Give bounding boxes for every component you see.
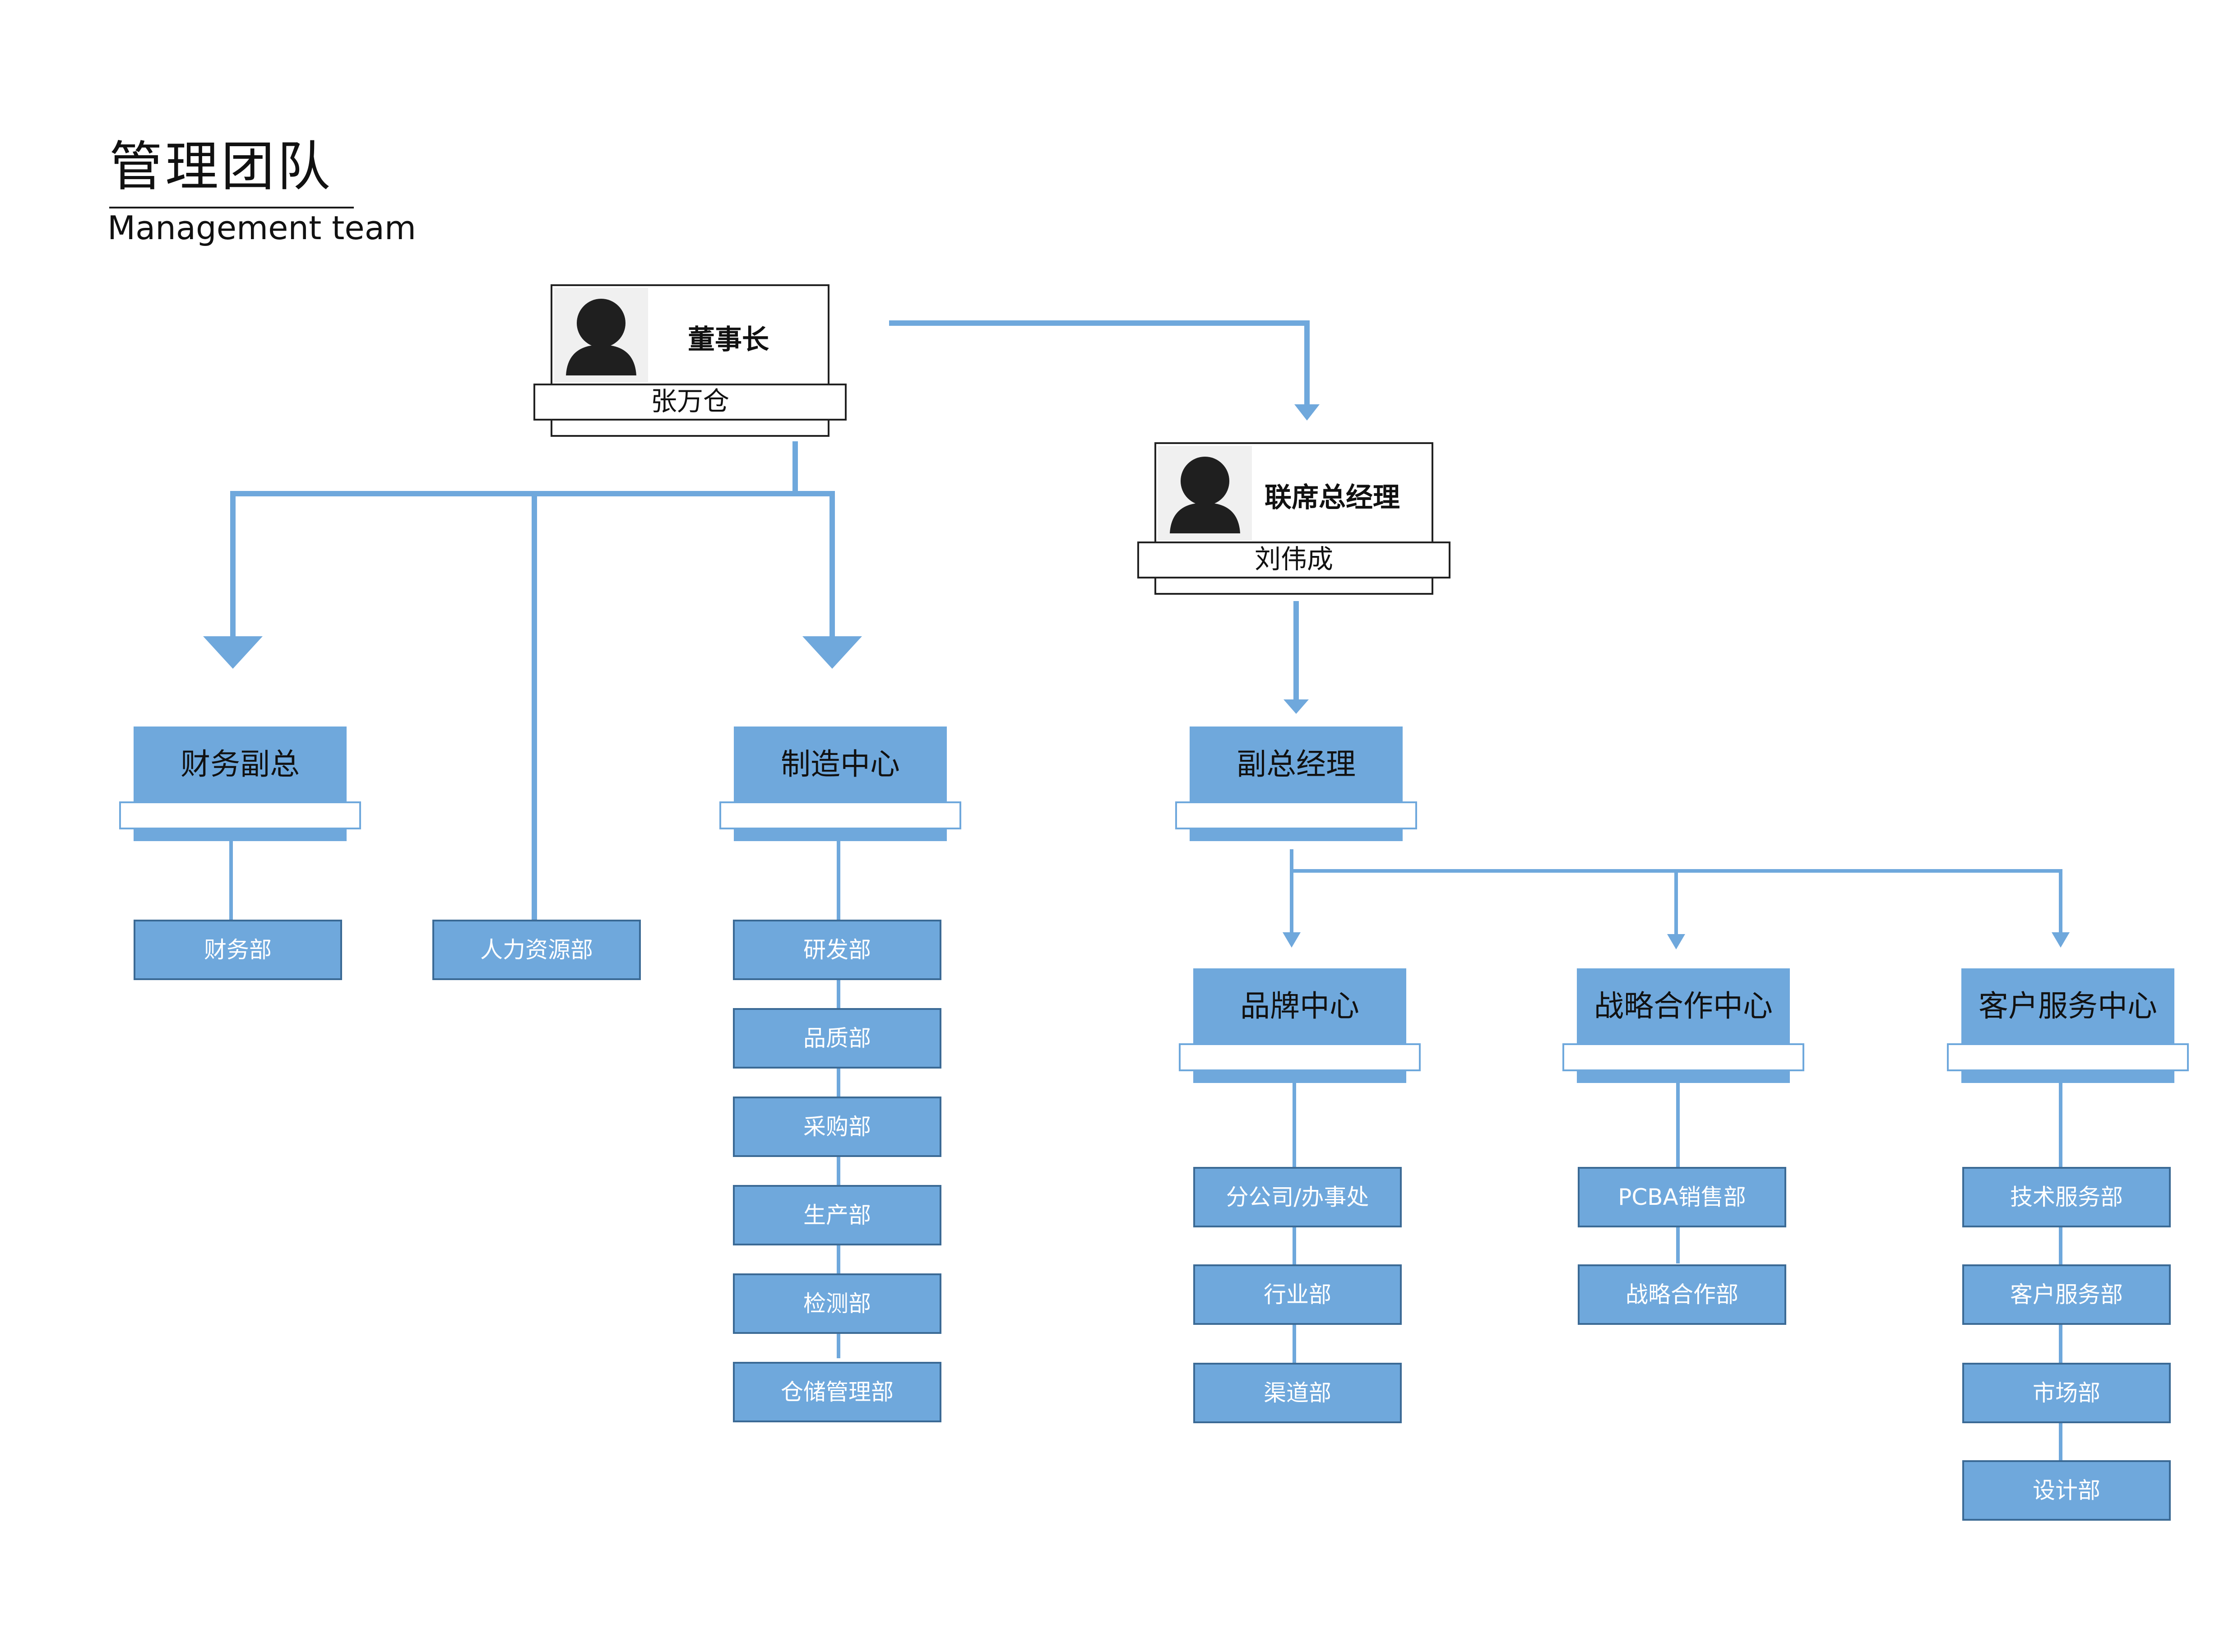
center-label: 品牌中心 xyxy=(1193,968,1406,1044)
center-strip xyxy=(1179,1043,1421,1071)
page-title: 管理团队 xyxy=(109,135,334,198)
dept-tech-service[interactable]: 技术服务部 xyxy=(1962,1167,2171,1227)
dept-warehouse[interactable]: 仓储管理部 xyxy=(733,1362,941,1422)
dept-production[interactable]: 生产部 xyxy=(733,1185,941,1245)
chairman-card[interactable]: 董事长 张万仓 xyxy=(533,284,847,439)
dept-customer-service[interactable]: 客户服务部 xyxy=(1962,1264,2171,1325)
center-strip xyxy=(719,801,961,829)
center-strip xyxy=(1947,1043,2189,1071)
dept-finance[interactable]: 财务部 xyxy=(134,920,342,980)
dept-design[interactable]: 设计部 xyxy=(1962,1460,2171,1521)
center-strip xyxy=(1562,1043,1804,1071)
dept-quality[interactable]: 品质部 xyxy=(733,1008,941,1069)
page-subtitle: Management team xyxy=(107,209,416,247)
gm-card-base xyxy=(1154,577,1433,595)
dept-branch-office[interactable]: 分公司/办事处 xyxy=(1193,1167,1402,1227)
chairman-name: 张万仓 xyxy=(533,384,847,421)
center-label: 战略合作中心 xyxy=(1577,968,1790,1044)
center-manufacturing[interactable]: 制造中心 xyxy=(719,727,961,842)
dept-hr[interactable]: 人力资源部 xyxy=(432,920,641,980)
chairman-card-top: 董事长 xyxy=(551,284,829,386)
center-label: 副总经理 xyxy=(1190,727,1403,802)
dept-strategic-cooperation[interactable]: 战略合作部 xyxy=(1578,1264,1786,1325)
dept-inspection[interactable]: 检测部 xyxy=(733,1273,941,1334)
chairman-card-base xyxy=(551,419,829,437)
dept-purchasing[interactable]: 采购部 xyxy=(733,1097,941,1157)
dept-marketing[interactable]: 市场部 xyxy=(1962,1363,2171,1423)
gm-role: 联席总经理 xyxy=(1265,482,1400,514)
center-shadow xyxy=(134,829,347,841)
center-customer-service[interactable]: 客户服务中心 xyxy=(1947,968,2189,1084)
center-shadow xyxy=(1577,1071,1790,1083)
chairman-role: 董事长 xyxy=(688,324,769,356)
gm-name: 刘伟成 xyxy=(1137,541,1450,578)
dept-channel[interactable]: 渠道部 xyxy=(1193,1363,1402,1423)
center-brand[interactable]: 品牌中心 xyxy=(1179,968,1421,1084)
dept-industry[interactable]: 行业部 xyxy=(1193,1264,1402,1325)
gm-card[interactable]: 联席总经理 刘伟成 xyxy=(1137,442,1450,597)
gm-card-top: 联席总经理 xyxy=(1154,442,1433,544)
center-shadow xyxy=(1961,1071,2174,1083)
center-strip xyxy=(1175,801,1417,829)
dept-pcba-sales[interactable]: PCBA销售部 xyxy=(1578,1167,1786,1227)
center-shadow xyxy=(1190,829,1403,841)
center-label: 制造中心 xyxy=(734,727,947,802)
title-underline xyxy=(109,207,354,208)
center-label: 财务副总 xyxy=(134,727,347,802)
center-strategy[interactable]: 战略合作中心 xyxy=(1562,968,1804,1084)
center-shadow xyxy=(1193,1071,1406,1083)
center-strip xyxy=(119,801,361,829)
center-finance-vp[interactable]: 财务副总 xyxy=(119,727,361,842)
center-label: 客户服务中心 xyxy=(1961,968,2174,1044)
person-silhouette-icon xyxy=(1158,446,1252,541)
center-deputy-gm[interactable]: 副总经理 xyxy=(1175,727,1417,842)
center-shadow xyxy=(734,829,947,841)
person-silhouette-icon xyxy=(554,288,648,383)
dept-rnd[interactable]: 研发部 xyxy=(733,920,941,980)
